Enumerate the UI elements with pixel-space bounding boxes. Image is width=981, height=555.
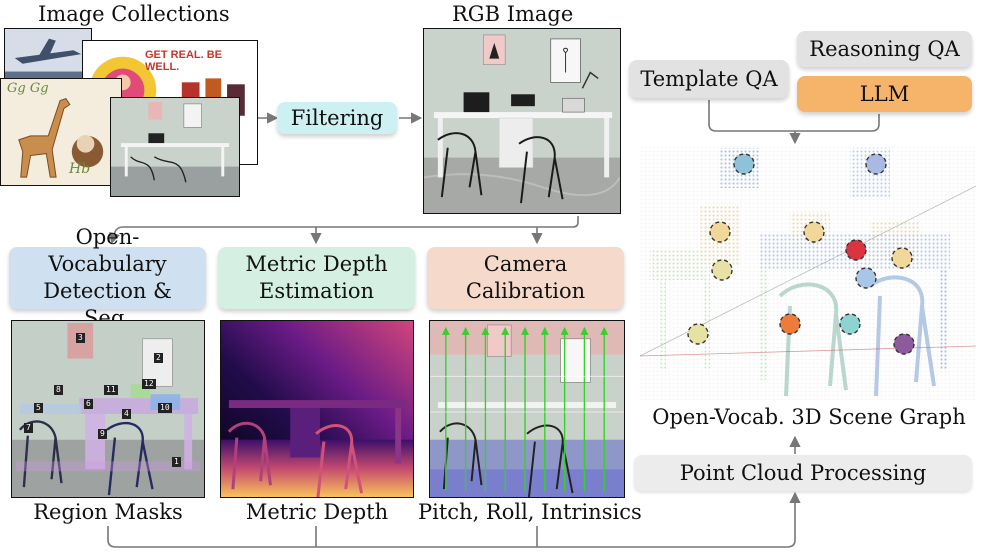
mask-id-label: 7 xyxy=(24,423,33,433)
template-qa-box: Template QA xyxy=(629,60,789,98)
letters-text: Gg Gg xyxy=(7,81,49,96)
graph-node xyxy=(733,153,755,175)
graph-node xyxy=(855,267,877,289)
collection-thumbnail-office xyxy=(110,97,240,197)
reasoning-qa-label: Reasoning QA xyxy=(809,36,960,61)
detection-label: Open-Vocabulary Detection & Seg. xyxy=(43,225,172,330)
calibration-image xyxy=(429,320,625,498)
mask-id-label: 4 xyxy=(122,409,131,419)
mask-id-label: 1 xyxy=(172,457,181,467)
metric-depth-image xyxy=(220,320,414,498)
rgb-image xyxy=(423,28,621,214)
calibration-box: Camera Calibration xyxy=(427,247,624,309)
collection-thumbnail-giraffe: Gg Gg Hb xyxy=(0,78,122,186)
mask-id-label: 8 xyxy=(54,385,63,395)
point-cloud-processing-box: Point Cloud Processing xyxy=(634,455,972,491)
llm-box: LLM xyxy=(797,76,972,112)
scene-graph-label: Open-Vocab. 3D Scene Graph xyxy=(652,405,966,429)
graph-node xyxy=(709,221,731,243)
template-qa-label: Template QA xyxy=(640,66,778,91)
pitch-roll-intrinsics-label: Pitch, Roll, Intrinsics xyxy=(418,500,642,524)
graph-node xyxy=(839,313,861,335)
merge-line xyxy=(107,491,801,548)
qa-bracket xyxy=(708,100,880,132)
graph-node xyxy=(893,333,915,355)
mask-id-label: 3 xyxy=(76,333,85,343)
reasoning-qa-box: Reasoning QA xyxy=(797,31,972,67)
depth-estimation-box: Metric Depth Estimation xyxy=(218,247,415,309)
region-masks-image: 3 2 12 11 10 8 6 7 5 1 4 9 xyxy=(11,320,205,498)
detection-box: Open-Vocabulary Detection & Seg. xyxy=(9,225,206,330)
mask-id-label: 9 xyxy=(98,429,107,439)
mask-id-label: 12 xyxy=(142,379,156,389)
scene-graph-pointcloud xyxy=(640,146,976,402)
mask-id-label: 2 xyxy=(154,353,163,363)
graph-node xyxy=(845,239,867,261)
metric-depth-label: Metric Depth xyxy=(245,500,389,524)
mask-id-label: 11 xyxy=(104,385,118,395)
arrow-rgb-to-branches xyxy=(109,216,579,245)
graph-node xyxy=(803,221,825,243)
graph-node xyxy=(711,259,733,281)
calibration-label: Camera Calibration xyxy=(465,252,586,303)
depth-estimation-label: Metric Depth Estimation xyxy=(245,252,388,303)
graph-node xyxy=(891,247,913,269)
mask-id-label: 6 xyxy=(84,399,93,409)
filtering-label: Filtering xyxy=(290,105,384,130)
mask-id-label: 5 xyxy=(34,403,43,413)
graph-node xyxy=(779,313,801,335)
mask-id-label: 10 xyxy=(158,403,172,413)
get-real-text: GET REAL. BE WELL. xyxy=(145,49,223,73)
graph-node xyxy=(687,323,709,345)
region-masks-label: Region Masks xyxy=(33,500,183,524)
graph-node xyxy=(865,153,887,175)
point-cloud-processing-label: Point Cloud Processing xyxy=(679,460,927,485)
image-collections-label: Image Collections xyxy=(38,2,230,26)
filtering-box: Filtering xyxy=(277,102,397,134)
llm-label: LLM xyxy=(859,81,910,106)
hb-text: Hb xyxy=(69,161,91,177)
rgb-image-label: RGB Image xyxy=(452,2,574,26)
